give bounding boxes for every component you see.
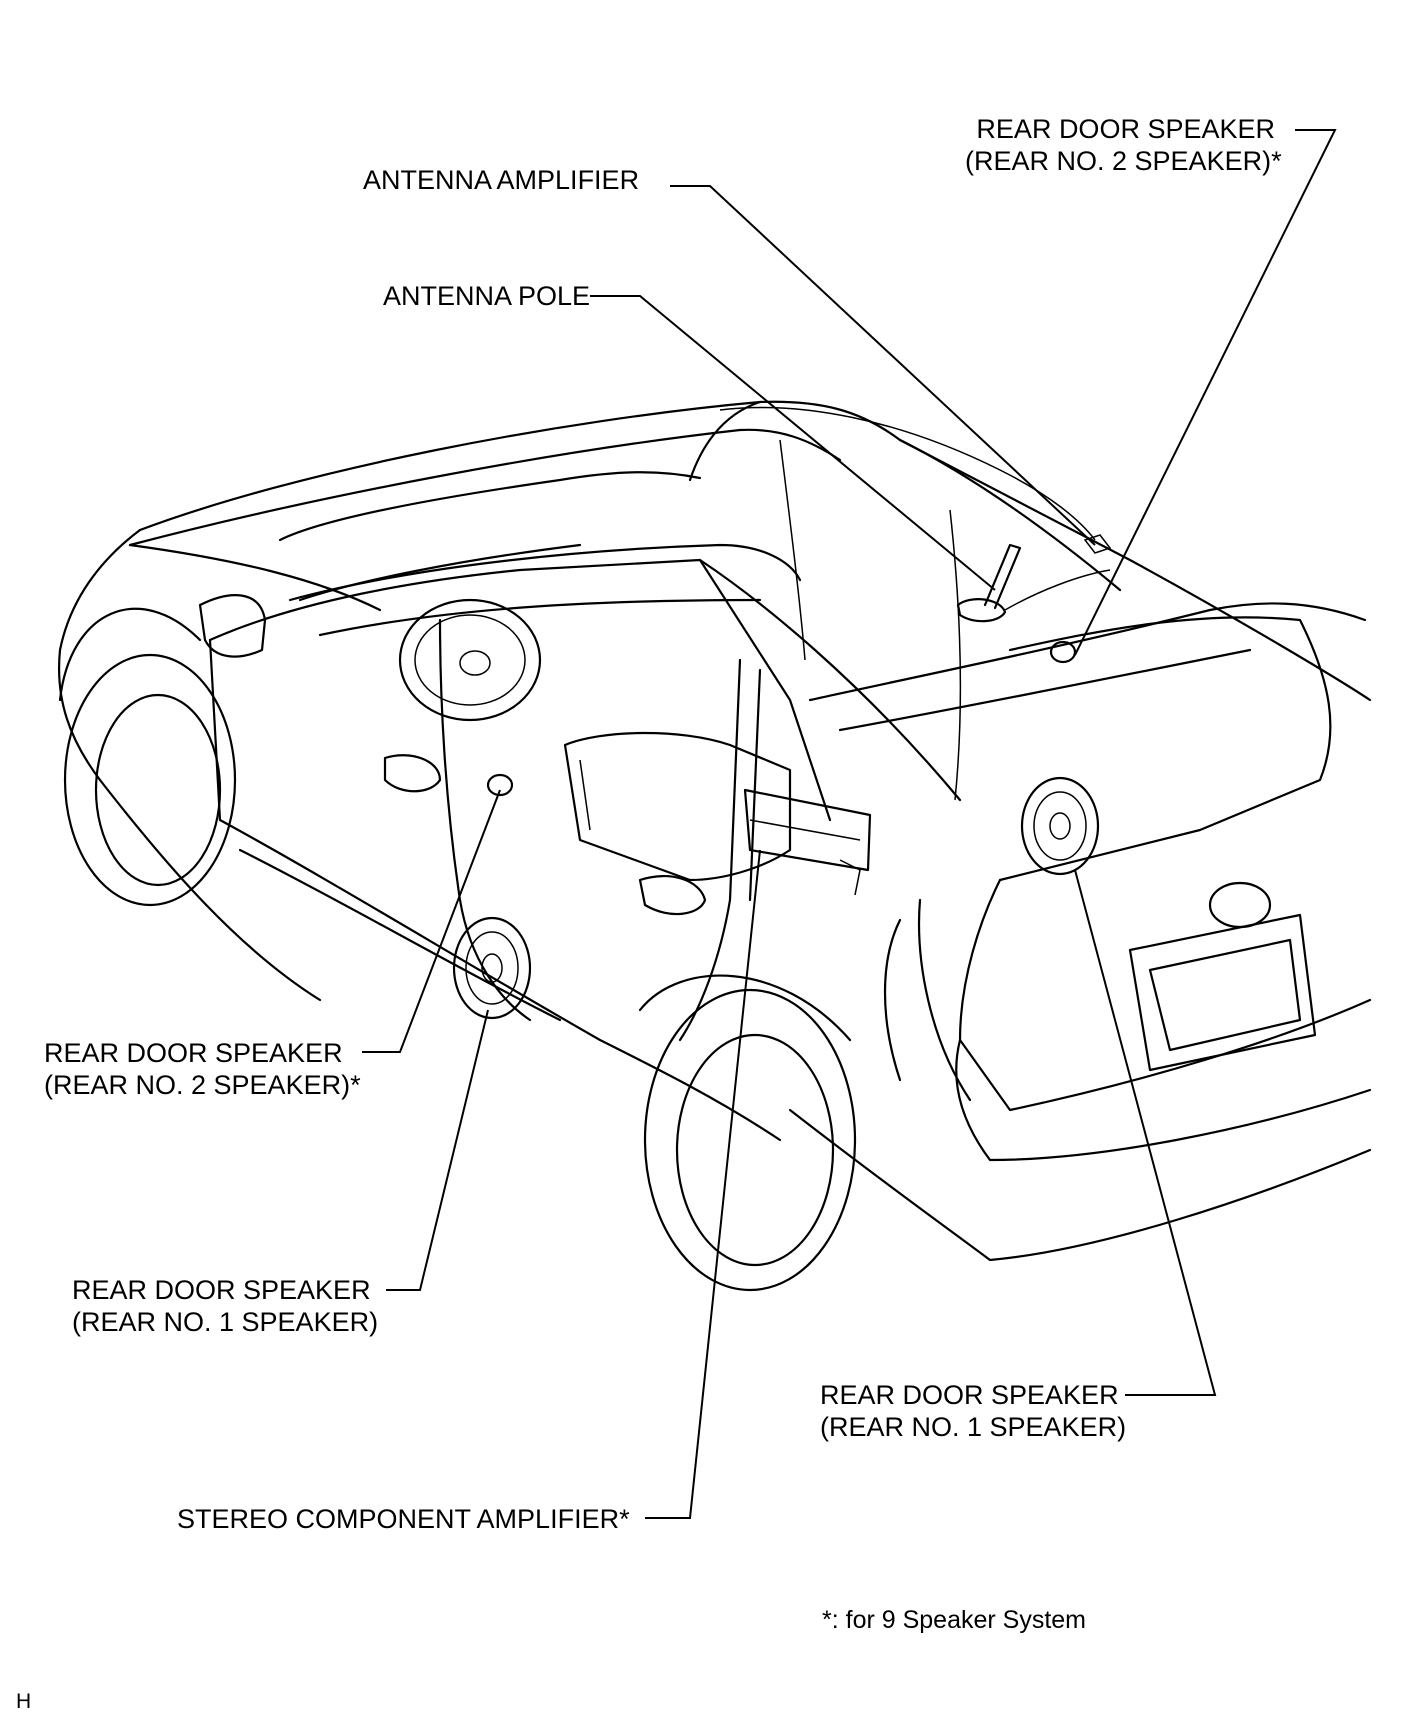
leader-lines xyxy=(362,129,1337,1519)
label-line: REAR DOOR SPEAKER xyxy=(820,1380,1119,1410)
leader-rear-no1-left xyxy=(386,1009,489,1291)
label-rear-door-speaker-no2-left: REAR DOOR SPEAKER (REAR NO. 2 SPEAKER)* xyxy=(44,1037,361,1101)
label-rear-door-speaker-no1-right: REAR DOOR SPEAKER (REAR NO. 1 SPEAKER) xyxy=(820,1379,1126,1443)
label-line: (REAR NO. 2 SPEAKER)* xyxy=(965,146,1282,176)
leader-rear-no2-left xyxy=(362,789,501,1053)
label-rear-door-speaker-no1-left: REAR DOOR SPEAKER (REAR NO. 1 SPEAKER) xyxy=(72,1274,378,1338)
corner-code: H xyxy=(16,1690,32,1713)
label-antenna-pole: ANTENNA POLE xyxy=(383,280,590,312)
label-line: REAR DOOR SPEAKER xyxy=(976,114,1275,144)
leader-antenna-amplifier xyxy=(670,185,1096,546)
label-stereo-component-amplifier: STEREO COMPONENT AMPLIFIER* xyxy=(177,1503,630,1535)
leader-antenna-pole xyxy=(590,295,996,591)
label-line: (REAR NO. 1 SPEAKER) xyxy=(72,1307,379,1337)
label-antenna-amplifier: ANTENNA AMPLIFIER xyxy=(363,164,639,196)
label-text: ANTENNA POLE xyxy=(383,281,591,311)
leader-stereo-amplifier xyxy=(645,849,761,1519)
leader-rear-no2-right xyxy=(1074,129,1337,656)
label-line: REAR DOOR SPEAKER xyxy=(44,1038,343,1068)
footnote: *: for 9 Speaker System xyxy=(822,1606,1087,1634)
label-text: STEREO COMPONENT AMPLIFIER* xyxy=(177,1504,630,1534)
label-text: ANTENNA AMPLIFIER xyxy=(363,165,640,195)
car-illustration xyxy=(58,400,1372,1292)
label-line: (REAR NO. 1 SPEAKER) xyxy=(820,1412,1127,1442)
label-line: REAR DOOR SPEAKER xyxy=(72,1275,371,1305)
label-rear-door-speaker-no2-right: REAR DOOR SPEAKER (REAR NO. 2 SPEAKER)* xyxy=(965,113,1282,177)
label-line: (REAR NO. 2 SPEAKER)* xyxy=(44,1070,361,1100)
leader-rear-no1-right xyxy=(1074,869,1217,1396)
